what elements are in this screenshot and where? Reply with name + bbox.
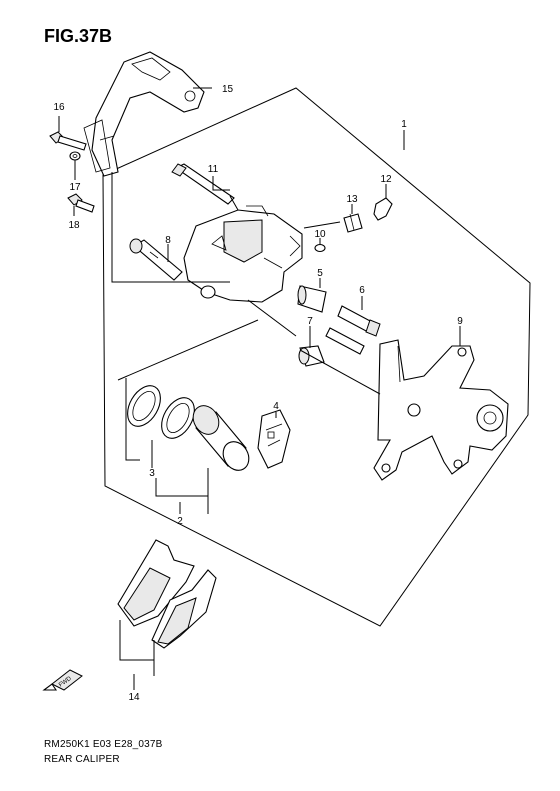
callout-16: 16 — [53, 102, 65, 113]
callout-1: 1 — [401, 119, 407, 130]
forward-direction-badge: FWD — [42, 669, 83, 691]
o-ring-10 — [314, 243, 326, 253]
callout-6: 6 — [359, 285, 365, 296]
leader-lines — [58, 87, 461, 690]
callout-14: 14 — [128, 692, 140, 703]
brake-pads-14 — [117, 539, 217, 649]
caliper-holder-9 — [373, 339, 509, 481]
pin-6 — [325, 305, 381, 355]
callout-8: 8 — [165, 235, 171, 246]
callout-9: 9 — [457, 316, 463, 327]
bleeder-valve-13 — [343, 213, 363, 233]
callout-labels: 1 2 3 4 5 6 7 8 9 10 11 12 13 14 15 16 1… — [53, 84, 463, 703]
pin-8 — [129, 238, 183, 281]
bolt-16 — [49, 131, 87, 151]
washer-17 — [69, 151, 81, 161]
callout-7: 7 — [307, 316, 313, 327]
pin-11 — [171, 163, 235, 205]
callout-2: 2 — [177, 516, 183, 527]
piston-seals-3 — [127, 385, 195, 439]
boot-7 — [298, 345, 325, 367]
callout-15: 15 — [222, 84, 234, 95]
pad-spring-4 — [257, 409, 291, 469]
bolt-18 — [67, 193, 95, 213]
bleeder-cap-12 — [373, 197, 393, 221]
callout-18: 18 — [68, 220, 80, 231]
caliper-body — [183, 205, 303, 303]
callout-12: 12 — [380, 174, 392, 185]
callout-13: 13 — [346, 194, 358, 205]
mounting-bracket — [83, 51, 205, 177]
callout-17: 17 — [69, 182, 81, 193]
figure-code: RM250K1 E03 E28_037B — [44, 739, 163, 750]
callout-4: 4 — [273, 401, 279, 412]
sleeve-5 — [297, 285, 327, 313]
piston-2 — [192, 405, 250, 471]
callout-11: 11 — [208, 164, 219, 175]
callout-3: 3 — [149, 468, 155, 479]
assembly-outline — [102, 87, 531, 627]
figure-name: REAR CALIPER — [44, 754, 120, 765]
figure-title: FIG.37B — [44, 26, 113, 46]
callout-5: 5 — [317, 268, 323, 279]
callout-10: 10 — [314, 229, 326, 240]
